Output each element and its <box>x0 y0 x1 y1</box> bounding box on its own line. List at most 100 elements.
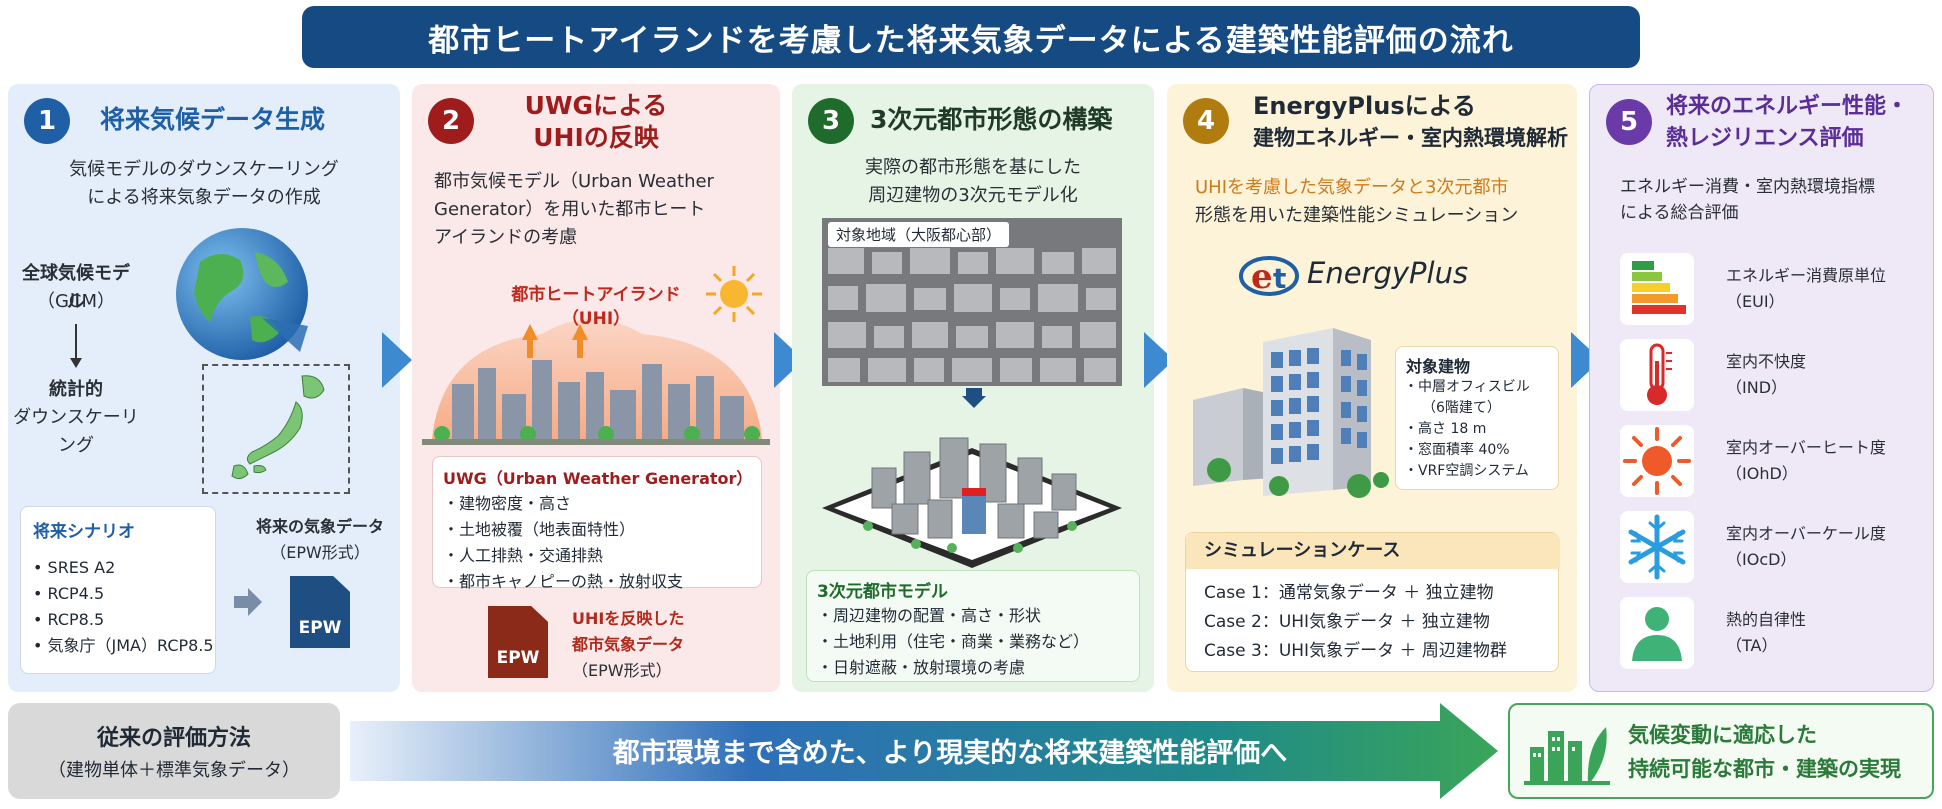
building-spec-item: ・VRF空調システム <box>1404 463 1529 479</box>
office-building-illustration <box>1193 328 1389 498</box>
japan-map-icon <box>231 375 325 480</box>
gcm-label: 全球気候モデル <box>22 263 130 312</box>
building-spec-item: ・中層オフィスビル <box>1404 379 1530 395</box>
metric-icon-box <box>1620 511 1694 583</box>
step4-desc-line1: UHIを考慮した気象データと3次元都市 <box>1195 177 1509 198</box>
step2-desc-line2: Generator）を用いた都市ヒート <box>434 199 706 220</box>
step1-title: 将来気候データ生成 <box>100 105 326 134</box>
step2-panel: 2 UWGによる UHIの反映 都市気候モデル（Urban Weather Ge… <box>412 84 780 692</box>
sustainable-city-icon <box>1524 727 1610 785</box>
metric-abbr: （EUI） <box>1726 292 1785 311</box>
simulation-case-item: Case 3：UHI気象データ ＋ 周辺建物群 <box>1204 641 1507 661</box>
energy-rating-icon <box>1632 261 1686 314</box>
scenario-item: • RCP4.5 <box>33 584 105 603</box>
city-model-item: ・日射遮蔽・放射環境の考慮 <box>817 658 1026 677</box>
step3-panel: 3 3次元都市形態の構築 実際の都市形態を基にした 周辺建物の3次元モデル化 対… <box>792 84 1154 692</box>
uwg-item: ・都市キャノピーの熱・放射収支 <box>443 572 684 591</box>
downscale-label: 統計的 <box>49 379 103 400</box>
uhi-output-format: （EPW形式） <box>572 661 672 680</box>
uhi-abbr: （UHI） <box>561 309 631 329</box>
uwg-item: ・土地被覆（地表面特性） <box>443 520 636 539</box>
step4-title-line2: 建物エネルギー・室内熱環境解析 <box>1253 126 1568 150</box>
step1-desc-line1: 気候モデルのダウンスケーリング <box>69 159 339 180</box>
snowflake-icon <box>1628 514 1686 580</box>
step4-desc-line2: 形態を用いた建築性能シミュレーション <box>1195 205 1519 226</box>
svg-text:t: t <box>1273 262 1286 295</box>
step5-title-line2: 熱レジリエンス評価 <box>1666 126 1864 151</box>
step5-title-line1: 将来のエネルギー性能・ <box>1666 94 1909 119</box>
page-title: 都市ヒートアイランドを考慮した将来気象データによる建築性能評価の流れ <box>302 6 1640 68</box>
step4-title-line1: EnergyPlusによる <box>1253 92 1476 120</box>
building-spec-item: （6階建て） <box>1422 400 1501 416</box>
metric-icon-box <box>1620 425 1694 497</box>
step2-desc-line1: 都市気候モデル（Urban Weather <box>434 171 714 192</box>
conventional-method-title: 従来の評価方法 <box>96 726 251 751</box>
metric-name: 室内オーバーヒート度 <box>1726 438 1886 457</box>
metric-name: 室内不快度 <box>1726 352 1807 371</box>
future-data-format: （EPW形式） <box>270 543 370 562</box>
metric-abbr: （IND） <box>1726 378 1788 397</box>
conventional-method-box: 従来の評価方法 （建物単体＋標準気象データ） <box>8 703 340 799</box>
epw-file-icon: EPW <box>488 606 548 678</box>
city-3d-model <box>822 437 1122 568</box>
aerial-photo: 対象地域（大阪都心部） <box>822 218 1122 386</box>
scenario-item: • SRES A2 <box>33 558 116 577</box>
japan-map-frame <box>202 364 350 494</box>
step3-desc-line1: 実際の都市形態を基にした <box>865 157 1081 178</box>
future-data-label: 将来の気象データ <box>255 517 384 536</box>
metric-name: エネルギー消費原単位 <box>1726 266 1887 285</box>
step1-panel: 1 将来気候データ生成 気候モデルのダウンスケーリング による将来気象データの作… <box>8 84 400 692</box>
step3-title: 3次元都市形態の構築 <box>870 105 1113 134</box>
down-arrow-icon <box>70 324 82 368</box>
goal-line1: 気候変動に適応した <box>1628 723 1817 747</box>
epw-file-icon: EPW <box>290 576 350 648</box>
target-building-card: 対象建物 ・中層オフィスビル （6階建て） ・高さ 18 m ・窓面積率 40%… <box>1395 346 1559 490</box>
right-arrow-icon <box>234 588 262 616</box>
scenario-item: • 気象庁（JMA）RCP8.5 <box>33 636 214 655</box>
simulation-case-card: シミュレーションケース Case 1：通常気象データ ＋ 独立建物 Case 2… <box>1185 532 1560 672</box>
metric-icon-box <box>1620 597 1694 669</box>
uwg-item: ・建物密度・高さ <box>443 494 572 513</box>
building-spec-item: ・高さ 18 m <box>1404 421 1487 437</box>
city-model-item: ・土地利用（住宅・商業・業務など） <box>817 632 1090 651</box>
sun-icon <box>706 266 762 322</box>
conventional-method-desc: （建物単体＋標準気象データ） <box>48 760 300 781</box>
step2-desc-line3: アイランドの考慮 <box>434 227 578 248</box>
metric-name: 熱的自律性 <box>1726 610 1807 629</box>
globe-icon <box>176 228 308 360</box>
flow-arrow-icon <box>382 332 412 388</box>
scenario-item: • RCP8.5 <box>33 610 105 629</box>
step2-title-line1: UWGによる <box>524 91 668 120</box>
goal-line2: 持続可能な都市・建築の実現 <box>1628 757 1901 781</box>
progress-arrow <box>350 703 1498 799</box>
downscale-label-2: ダウンスケーリング <box>13 407 139 456</box>
step4-number: 4 <box>1183 98 1229 144</box>
city-model-title: 3次元都市モデル <box>817 582 948 602</box>
energyplus-logo-icon: e t <box>1239 256 1299 297</box>
thermometer-icon <box>1647 343 1672 405</box>
energyplus-logo-text: EnergyPlus <box>1307 256 1469 290</box>
uwg-title: UWG（Urban Weather Generator） <box>443 469 753 488</box>
step1-number: 1 <box>24 98 70 144</box>
step4-panel: 4 EnergyPlusによる 建物エネルギー・室内熱環境解析 UHIを考慮した… <box>1167 84 1577 692</box>
metric-icon-box <box>1620 253 1694 325</box>
target-area-label: 対象地域（大阪都心部） <box>828 222 1010 247</box>
metric-icon-box <box>1620 339 1694 411</box>
metric-abbr: （IOcD） <box>1726 550 1797 569</box>
goal-box: 気候変動に適応した 持続可能な都市・建築の実現 <box>1508 703 1934 799</box>
step5-panel: 5 将来のエネルギー性能・ 熱レジリエンス評価 エネルギー消費・室内熱環境指標 … <box>1589 84 1934 692</box>
step2-number: 2 <box>428 98 474 144</box>
city-model-item: ・周辺建物の配置・高さ・形状 <box>817 606 1042 625</box>
simulation-case-item: Case 2：UHI気象データ ＋ 独立建物 <box>1204 612 1490 632</box>
uhi-label: 都市ヒートアイランド <box>511 285 681 305</box>
progress-arrow-label: 都市環境まで含めた、より現実的な将来建築性能評価へ <box>612 738 1288 769</box>
uwg-card: UWG（Urban Weather Generator） ・建物密度・高さ ・土… <box>432 456 762 591</box>
svg-text:e: e <box>1251 257 1273 297</box>
simulation-case-item: Case 1：通常気象データ ＋ 独立建物 <box>1204 583 1494 603</box>
step5-desc-line1: エネルギー消費・室内熱環境指標 <box>1620 177 1875 197</box>
person-icon <box>1632 607 1682 661</box>
sun-icon <box>1623 427 1691 495</box>
building-spec-item: ・窓面積率 40% <box>1404 442 1510 458</box>
city-model-card: 3次元都市モデル ・周辺建物の配置・高さ・形状 ・土地利用（住宅・商業・業務など… <box>806 570 1140 682</box>
uhi-output-line1: UHIを反映した <box>572 609 685 628</box>
